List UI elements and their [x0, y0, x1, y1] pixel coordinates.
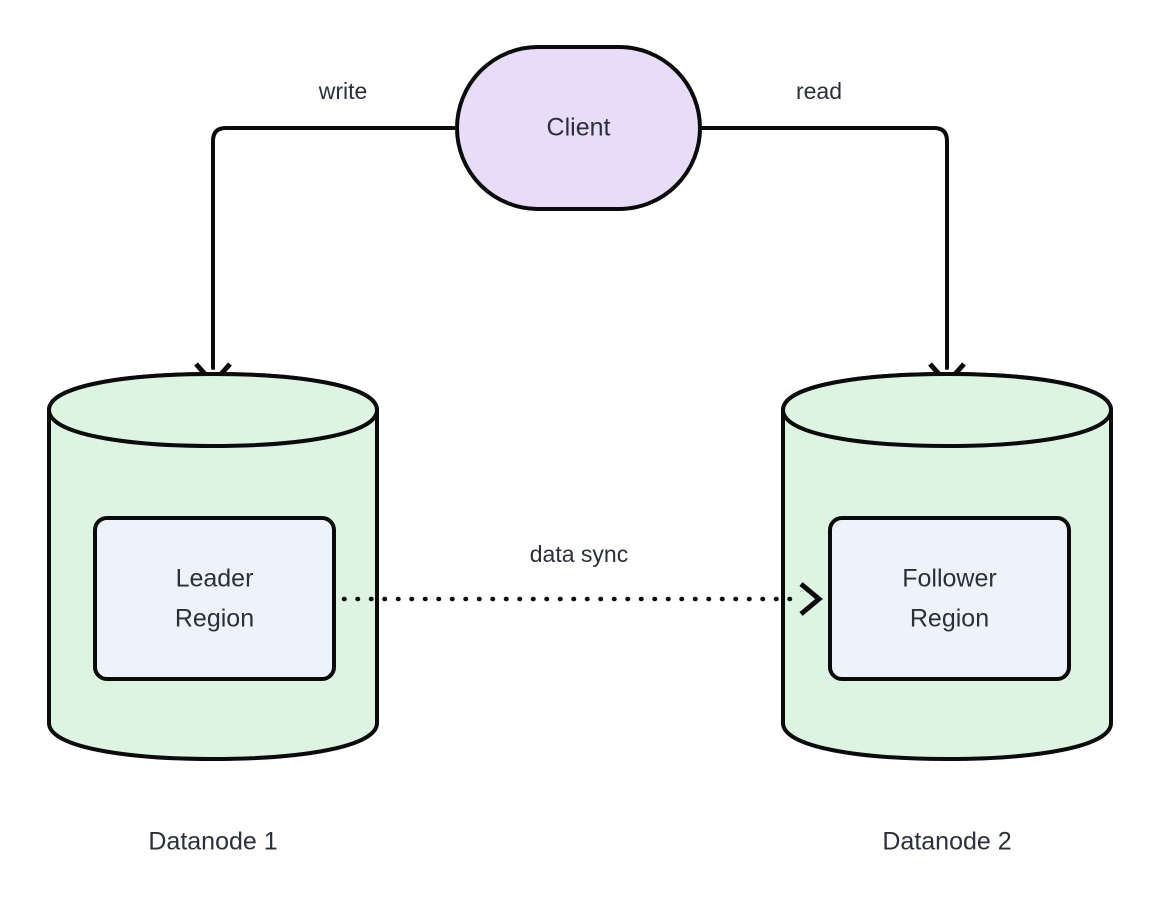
- leader-region-label-line2: Region: [175, 605, 254, 633]
- datanode1-cylinder-top: [46, 371, 380, 449]
- node-datanode-1[interactable]: Leader Region Datanode 1: [46, 371, 380, 856]
- write-edge-path: [211, 126, 459, 370]
- node-leader-region[interactable]: Leader Region: [93, 516, 336, 681]
- client-shape: [455, 45, 702, 211]
- client-label: Client: [547, 114, 611, 142]
- datanode2-caption: Datanode 2: [882, 828, 1011, 856]
- node-follower-region[interactable]: Follower Region: [828, 516, 1071, 681]
- node-datanode-2[interactable]: Follower Region Datanode 2: [780, 371, 1114, 856]
- follower-region-label-line2: Region: [910, 605, 989, 633]
- read-edge-label: read: [796, 78, 842, 104]
- data-sync-edge-label: data sync: [530, 541, 628, 567]
- leader-region-shape: [93, 516, 336, 681]
- edge-read[interactable]: read: [698, 78, 966, 387]
- leader-region-label-line1: Leader: [176, 565, 254, 593]
- datanode1-caption: Datanode 1: [148, 828, 277, 856]
- edge-data-sync[interactable]: data sync: [341, 541, 823, 616]
- read-edge-path: [698, 126, 949, 370]
- follower-region-shape: [828, 516, 1071, 681]
- write-edge-label: write: [318, 78, 368, 104]
- node-client[interactable]: Client: [455, 45, 702, 211]
- follower-region-label-line1: Follower: [902, 565, 996, 593]
- data-sync-arrowhead-icon: [799, 582, 823, 616]
- edge-write[interactable]: write: [194, 78, 459, 387]
- datanode2-cylinder-top: [780, 371, 1114, 449]
